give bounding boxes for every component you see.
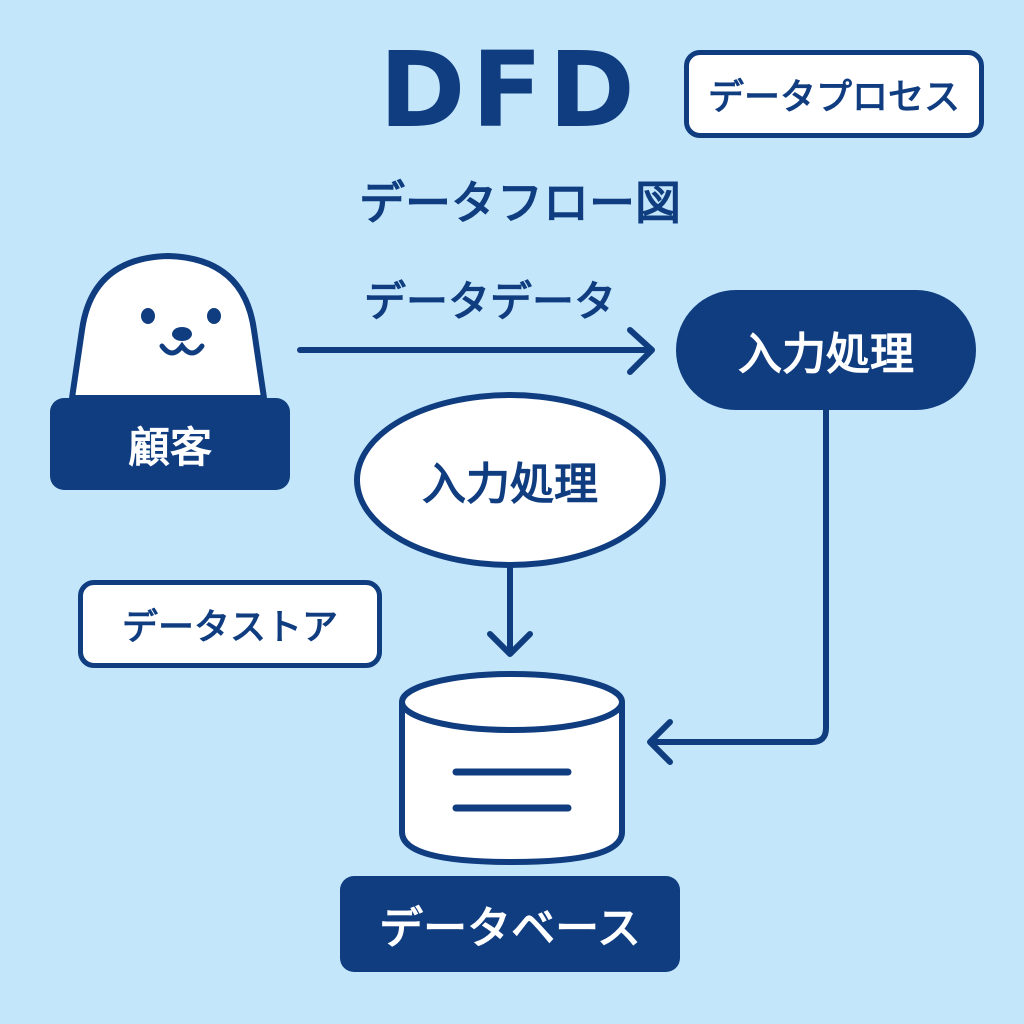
seal-mascot-icon [69,253,267,401]
database-cylinder-icon [399,671,625,865]
external-entity-customer: 顧客 [50,398,290,490]
legend-data-store: データストア [78,580,382,668]
legend-data-process: データプロセス [684,50,984,138]
flow-arrow-process-to-database [487,565,533,657]
diagram-title: DFD [379,29,641,151]
diagram-subtitle: データフロー図 [359,176,681,230]
process-input-pill: 入力処理 [676,290,976,410]
flow-arrow-pill-to-database [647,407,829,765]
datastore-database-label: データベース [340,876,680,972]
process-input-oval: 入力処理 [354,392,666,568]
flow-label: データデータ [363,276,616,326]
flow-arrow-customer-to-process [297,327,655,375]
